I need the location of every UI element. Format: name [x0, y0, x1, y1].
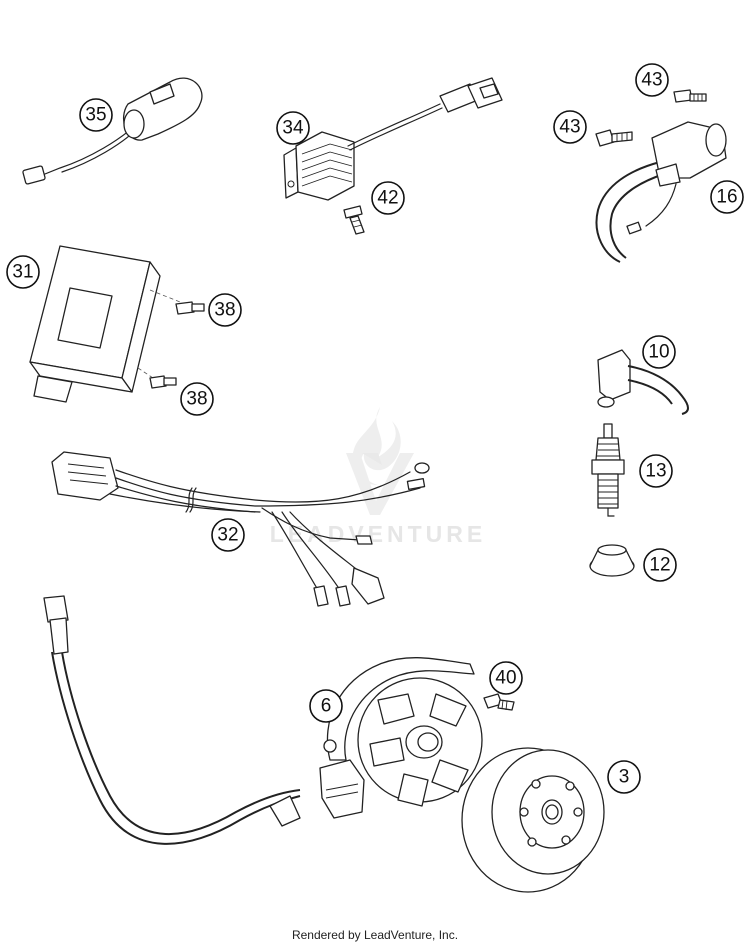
svg-text:6: 6: [321, 696, 332, 717]
svg-text:38: 38: [214, 300, 235, 321]
bolt-part-43-top: [673, 89, 707, 103]
svg-text:34: 34: [282, 118, 304, 139]
callout-43-top: 43: [635, 63, 669, 97]
svg-text:13: 13: [645, 461, 666, 482]
spark-plug-part-13: [591, 423, 625, 517]
callout-43-left: 43: [553, 110, 587, 144]
bolt-part-43-left: [595, 129, 633, 147]
spark-plug-cap-part-10: [597, 349, 689, 415]
cdi-unit-part-31: [29, 245, 181, 403]
svg-text:40: 40: [495, 668, 516, 689]
svg-text:16: 16: [716, 187, 737, 208]
callout-3: 3: [607, 760, 641, 794]
svg-text:10: 10: [648, 342, 669, 363]
stator-part-6: [319, 657, 483, 819]
callout-38-top: 38: [208, 293, 242, 327]
svg-text:32: 32: [217, 525, 238, 546]
callout-13: 13: [639, 454, 673, 488]
callout-35: 35: [79, 98, 113, 132]
callout-31: 31: [6, 255, 40, 289]
capacitor-part-35: [22, 77, 203, 185]
stator-cable: [43, 595, 301, 845]
screw-part-38-bottom: [149, 375, 177, 389]
wiring-harness-part-32: [51, 451, 430, 607]
screw-part-38-top: [175, 301, 205, 315]
svg-text:43: 43: [559, 117, 580, 138]
callout-10: 10: [642, 335, 676, 369]
callout-38-bottom: 38: [180, 382, 214, 416]
svg-text:38: 38: [186, 389, 207, 410]
svg-text:35: 35: [85, 105, 106, 126]
callout-6: 6: [309, 689, 343, 723]
callout-16: 16: [710, 180, 744, 214]
leadventure-watermark-logo: [346, 407, 414, 515]
bolt-part-42: [343, 205, 365, 235]
svg-text:12: 12: [649, 555, 670, 576]
callout-40: 40: [489, 661, 523, 695]
callout-34: 34: [276, 111, 310, 145]
svg-text:3: 3: [619, 767, 630, 788]
render-credit: Rendered by LeadVenture, Inc.: [291, 928, 459, 942]
flywheel-part-3: [461, 747, 605, 893]
callout-12: 12: [643, 548, 677, 582]
svg-text:42: 42: [377, 188, 398, 209]
grommet-part-12: [589, 544, 635, 577]
bolt-part-40: [483, 693, 515, 711]
watermark-text: LEADVENTURE: [269, 521, 487, 547]
callout-42: 42: [371, 181, 405, 215]
svg-text:43: 43: [641, 70, 662, 91]
svg-text:31: 31: [12, 262, 33, 283]
voltage-regulator-part-34: [283, 77, 503, 201]
ignition-coil-part-16: [595, 121, 727, 263]
callout-32: 32: [211, 518, 245, 552]
